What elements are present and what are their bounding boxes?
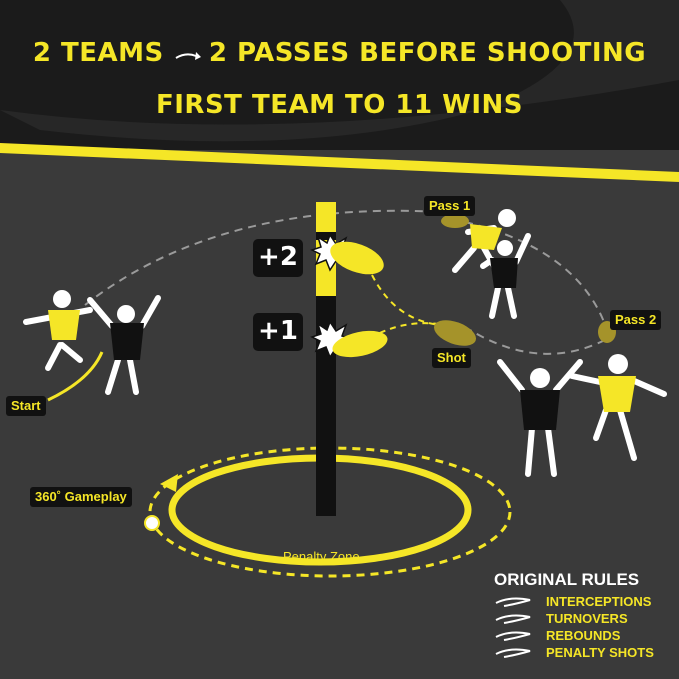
player-right-black-head bbox=[530, 368, 550, 388]
player-start-black bbox=[87, 295, 161, 395]
player-start-yellow-shirt bbox=[48, 310, 80, 340]
rule-bullet-icon bbox=[495, 648, 531, 658]
score-lower: +1 bbox=[253, 313, 303, 351]
label-gameplay: 360˚ Gameplay bbox=[30, 487, 132, 507]
label-pass1: Pass 1 bbox=[424, 196, 476, 216]
player-pass1-black-head bbox=[497, 240, 513, 256]
header-divider-stripe bbox=[0, 143, 679, 182]
gameplay-arrow-icon bbox=[160, 474, 178, 492]
disc-lower bbox=[332, 330, 388, 358]
shot-arc bbox=[469, 329, 606, 355]
header-swoosh bbox=[0, 0, 679, 142]
disc-shot bbox=[433, 320, 477, 346]
label-pass2: Pass 2 bbox=[610, 310, 662, 330]
start-arc bbox=[47, 351, 104, 402]
header-arrow-head-icon bbox=[195, 52, 201, 60]
score-upper: +2 bbox=[253, 239, 303, 277]
label-start: Start bbox=[6, 396, 46, 416]
headline-line1: 2 TEAMS 2 PASSES BEFORE SHOOTING bbox=[0, 38, 679, 68]
rule-item: TURNOVERS bbox=[546, 611, 628, 626]
player-pass1-black-shirt bbox=[490, 258, 518, 288]
player-right-yellow bbox=[569, 373, 667, 461]
player-start-black-head bbox=[117, 305, 135, 323]
header-arrow-icon bbox=[175, 53, 197, 59]
player-pass1-black bbox=[480, 233, 531, 319]
player-start-black-shirt bbox=[110, 323, 144, 360]
player-right-yellow-shirt bbox=[598, 376, 636, 412]
ball-marker-icon bbox=[144, 515, 160, 531]
player-right-black-shirt bbox=[520, 390, 560, 430]
pass-arc-2 bbox=[464, 221, 608, 331]
rebound-arc-upper bbox=[371, 274, 441, 326]
player-right-black bbox=[497, 359, 583, 477]
pass-arc bbox=[84, 209, 441, 306]
rule-item: INTERCEPTIONS bbox=[546, 594, 652, 609]
label-shot: Shot bbox=[432, 348, 471, 368]
player-pass1-yellow-shirt bbox=[470, 224, 502, 250]
headline-passes: 2 PASSES BEFORE SHOOTING bbox=[208, 38, 647, 68]
rule-bullet-icon bbox=[495, 597, 531, 607]
rule-item: REBOUNDS bbox=[546, 628, 621, 643]
player-start-yellow-head bbox=[53, 290, 71, 308]
rules-title: ORIGINAL RULES bbox=[494, 570, 640, 589]
disc-upper bbox=[330, 241, 384, 275]
headline-teams: 2 TEAMS bbox=[32, 38, 164, 68]
player-pass1-yellow-head bbox=[498, 209, 516, 227]
headline-line2: FIRST TEAM TO 11 WINS bbox=[156, 90, 523, 120]
label-penalty-zone: Penalty Zone bbox=[283, 549, 360, 564]
rule-item: PENALTY SHOTS bbox=[546, 645, 654, 660]
disc-pass1 bbox=[441, 214, 469, 228]
player-right-yellow-head bbox=[608, 354, 628, 374]
pole-black-band bbox=[316, 232, 336, 240]
rule-bullet-icon bbox=[495, 614, 531, 624]
rule-bullet-icon bbox=[495, 631, 531, 641]
